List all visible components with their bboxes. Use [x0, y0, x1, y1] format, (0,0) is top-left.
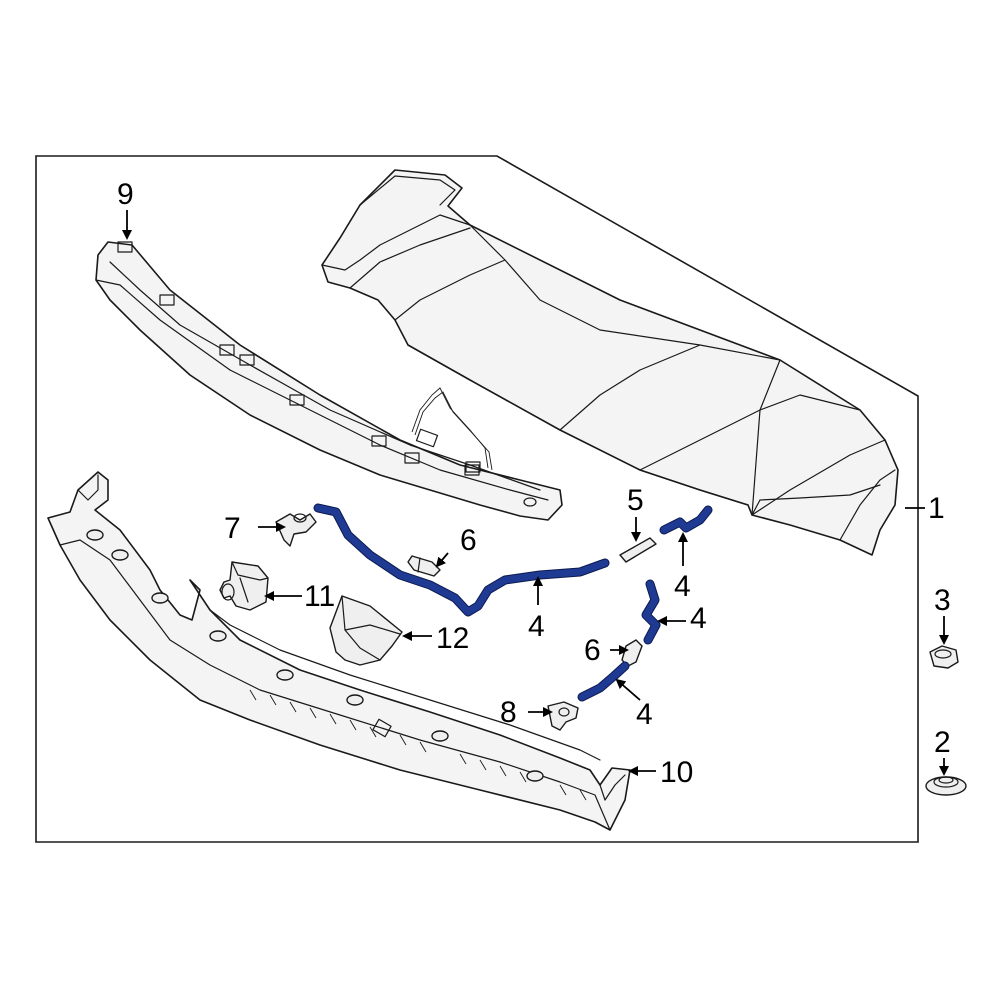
diagram-frame: [35, 155, 919, 843]
lower-panel-part-10[interactable]: [47, 471, 631, 831]
callout-4-upper-right: 4: [674, 570, 691, 603]
upper-bracket-part-9[interactable]: [95, 241, 563, 521]
nozzle-part-8[interactable]: [547, 701, 579, 731]
hose-part-4-lower[interactable]: [577, 661, 630, 702]
callout-6-upper: 6: [460, 524, 477, 557]
nozzle-part-7[interactable]: [275, 513, 317, 547]
callout-10: 10: [660, 756, 693, 789]
connector-part-6-upper[interactable]: [407, 555, 441, 577]
callout-1: 1: [928, 492, 945, 525]
callout-labels: 1 2 3 4 4 4 4 5 6 6 7 8 9 10 11 12: [117, 178, 951, 789]
callout-11: 11: [304, 580, 335, 613]
hose-part-4-middle[interactable]: [641, 579, 661, 645]
callout-2: 2: [934, 726, 951, 759]
callout-4-main: 4: [528, 610, 545, 643]
grommet-part-2[interactable]: [925, 776, 967, 796]
hose-part-4-upper-right[interactable]: [659, 505, 713, 535]
leader-lines: [122, 210, 949, 776]
nut-part-3[interactable]: [929, 645, 959, 669]
sensor-part-11[interactable]: [219, 561, 269, 611]
callout-6-lower: 6: [584, 634, 601, 667]
callout-5: 5: [627, 484, 644, 517]
spoiler-part-1[interactable]: [321, 169, 899, 556]
callout-8: 8: [500, 696, 517, 729]
callout-9: 9: [117, 178, 134, 211]
callout-4-middle: 4: [690, 602, 707, 635]
callout-7: 7: [224, 512, 241, 545]
joint-part-5[interactable]: [619, 537, 657, 563]
callout-12: 12: [436, 622, 469, 655]
callout-3: 3: [934, 584, 951, 617]
bracket-part-12[interactable]: [329, 595, 403, 666]
callout-4-lower: 4: [636, 698, 653, 731]
hose-part-4-main[interactable]: [313, 503, 610, 617]
